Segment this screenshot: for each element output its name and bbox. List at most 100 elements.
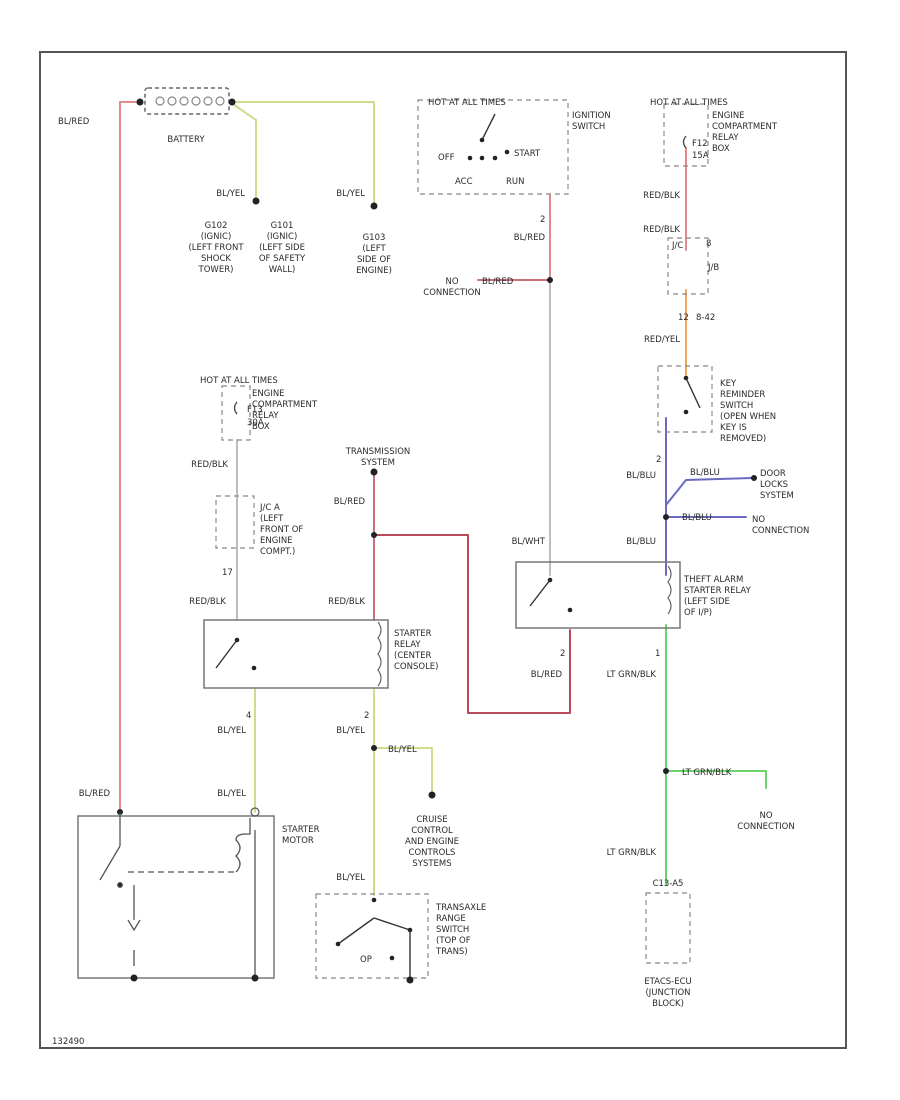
wire-label-bl-red-ta: BL/RED <box>531 670 563 680</box>
pin-8-junction: 8 <box>706 239 711 249</box>
ignition-switch-contacts <box>467 113 510 161</box>
wire-label-red-blk-1: RED/BLK <box>643 191 680 201</box>
wire-label-lt-grn-1: LT GRN/BLK <box>607 670 657 680</box>
key-pin-2: 2 <box>656 455 661 465</box>
pin-8-42: 8-42 <box>696 313 715 323</box>
left-relay-box-label-line: ENGINE <box>252 389 285 399</box>
key-reminder-label-line: KEY <box>720 379 737 389</box>
wire-label-lt-grn-2: LT GRN/BLK <box>682 768 732 778</box>
tr-ground <box>406 976 414 984</box>
wire-door-locks <box>665 477 753 506</box>
ground-g101-label-line: WALL) <box>269 265 296 275</box>
door-locks-label-line: SYSTEM <box>760 491 794 501</box>
wire-label-lt-grn-3: LT GRN/BLK <box>607 848 657 858</box>
ground-g102-label-line: (LEFT FRONT <box>188 243 244 253</box>
starter-motor-internals <box>99 812 256 976</box>
wire-no-conn-3 <box>665 770 767 789</box>
ta-pin-2: 2 <box>560 649 565 659</box>
ignition-off: OFF <box>438 153 455 163</box>
ignition-run: RUN <box>506 177 525 187</box>
sm-ground-1 <box>130 974 138 982</box>
wire-label-bl-yel-tr: BL/YEL <box>336 873 365 883</box>
wire-battery-ground-g102 <box>229 101 257 201</box>
theft-relay-label-line: THEFT ALARM <box>683 575 743 585</box>
ground-g102-label-line: TOWER) <box>198 265 234 275</box>
engine-relay-box-right <box>663 103 709 167</box>
wire-label-bl-yel-1: BL/YEL <box>216 189 245 199</box>
transaxle-switch-label-line: (TOP OF <box>436 936 471 946</box>
theft-relay-contacts <box>529 577 573 613</box>
wire-label-bl-yel-2: BL/YEL <box>336 189 365 199</box>
theft-relay-label-line: OF I/P) <box>684 608 712 618</box>
right-relay-box-label-line: ENGINE <box>712 111 745 121</box>
key-reminder-label-line: KEY IS <box>720 423 747 433</box>
key-reminder-label-line: SWITCH <box>720 401 753 411</box>
wire-label-bl-yel-3: BL/YEL <box>217 726 246 736</box>
transaxle-switch-label-line: RANGE <box>436 914 466 924</box>
transmission-system-label-line: TRANSMISSION <box>345 447 411 457</box>
ignition-acc: ACC <box>455 177 473 187</box>
cruise-control-label-line: SYSTEMS <box>412 859 451 869</box>
sm-ground-2 <box>251 974 259 982</box>
sr-pin-4: 4 <box>246 711 251 721</box>
transaxle-switch-label-line: TRANS) <box>435 947 468 957</box>
starter-relay-label-line: CONSOLE) <box>394 662 439 672</box>
starter-relay-contacts <box>215 637 257 671</box>
jc-a-label-line: ENGINE <box>260 536 293 546</box>
key-reminder-contacts <box>683 375 701 415</box>
ignition-switch-label-line: SWITCH <box>572 122 605 132</box>
wires <box>119 101 767 896</box>
starter-relay-label-line: STARTER <box>394 629 432 639</box>
ground-g101-label-line: (LEFT SIDE <box>259 243 305 253</box>
key-reminder-switch-box <box>657 365 713 433</box>
junction-jc-jb <box>667 237 709 295</box>
jc-a-label-line: COMPT.) <box>260 547 295 557</box>
transaxle-switch-label-line: TRANSAXLE <box>435 903 486 913</box>
jc-a-label-line: FRONT OF <box>260 525 303 535</box>
ground-g103-label-line: ENGINE) <box>356 266 392 276</box>
right-relay-box-label-line: BOX <box>712 144 730 154</box>
fuse-f13-amp: 30A <box>247 418 264 428</box>
ground-g101-label-line: OF SAFETY <box>259 254 306 264</box>
ignition-switch-label-line: IGNITION <box>572 111 611 121</box>
starter-relay-label-line: RELAY <box>394 640 421 650</box>
wire-label-bl-blu-2: BL/BLU <box>626 537 656 547</box>
cruise-control-label-line: AND ENGINE <box>405 837 459 847</box>
theft-relay-label-line: (LEFT SIDE <box>684 597 730 607</box>
ground-g103-point <box>370 202 378 210</box>
wire-cruise <box>373 747 433 796</box>
wire-label-bl-red-trans: BL/RED <box>334 497 366 507</box>
diagram-frame <box>39 51 847 1049</box>
wire-label-bl-red-ign: BL/RED <box>514 233 546 243</box>
cruise-control-label-line: CONTROL <box>411 826 453 836</box>
door-locks-label-line: LOCKS <box>760 480 788 490</box>
starter-motor-label-line: STARTER <box>282 825 320 835</box>
no-connection-3-line: CONNECTION <box>737 822 794 832</box>
battery-label: BATTERY <box>167 135 205 145</box>
pin-12: 12 <box>678 313 689 323</box>
door-locks-point <box>751 475 757 481</box>
wire-label-bl-blu-door: BL/BLU <box>690 468 720 478</box>
theft-relay-box <box>515 561 681 629</box>
etacs-ecu-label-line: ETACS-ECU <box>644 977 692 987</box>
jc-label: J/C <box>671 241 683 251</box>
fuse-f12: F12 <box>692 139 708 149</box>
starter-motor-label-line: MOTOR <box>282 836 314 846</box>
ground-g101-label-line: (IGNIC) <box>267 232 298 242</box>
jc-a-label-line: J/C A <box>259 503 280 513</box>
wire-label-bl-yel-5: BL/YEL <box>388 745 417 755</box>
right-relay-box-label-line: COMPARTMENT <box>712 122 778 132</box>
cruise-control-label-line: CRUISE <box>416 815 447 825</box>
ignition-pin-2: 2 <box>540 215 545 225</box>
wire-label-bl-blu-1: BL/BLU <box>626 471 656 481</box>
